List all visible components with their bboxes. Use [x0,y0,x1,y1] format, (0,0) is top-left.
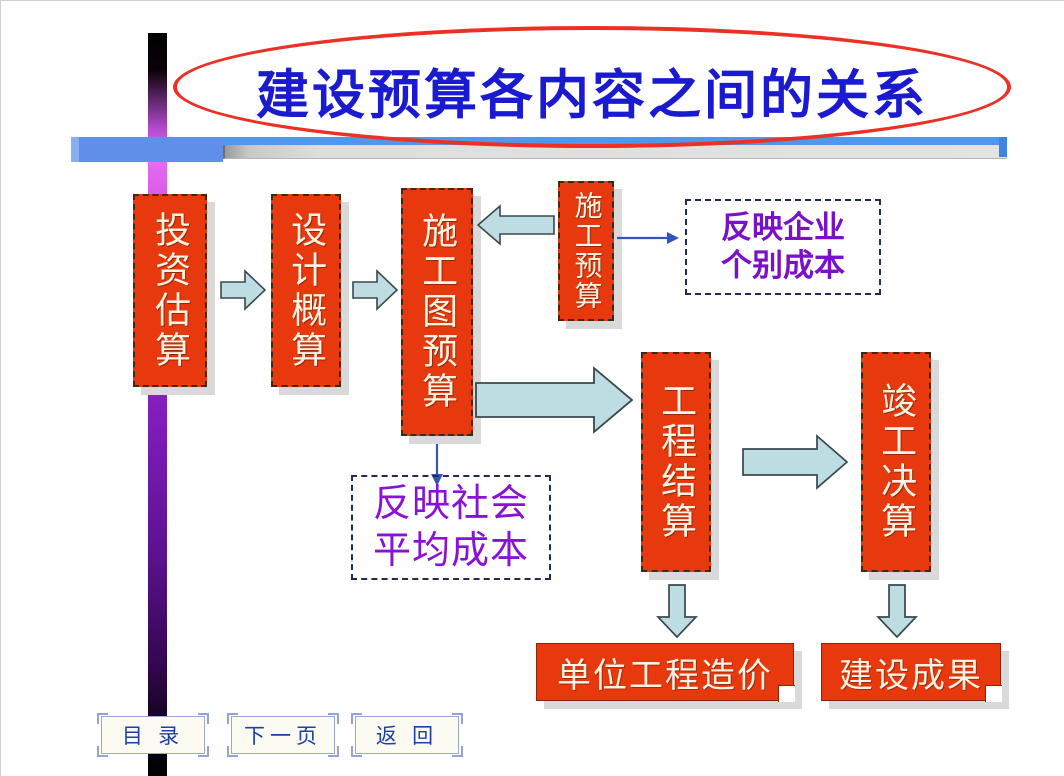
header-blue-end-cap [999,137,1007,157]
result-box-label: 建设成果 [839,657,983,695]
result-box-danwei-gongcheng-zaojia[interactable]: 单位工程造价 [536,643,794,701]
nav-button-back[interactable]: 返 回 [355,716,459,754]
process-box-touzi-gusuan[interactable]: 投资估算 [133,194,207,387]
nav-button-next-page[interactable]: 下一页 [231,716,335,754]
nav-button-label: 下一页 [244,724,322,748]
folded-corner [778,685,795,702]
block-arrow-right-4 [741,433,849,491]
callout-line-1: 反映企业 [721,210,845,246]
result-box-label: 单位工程造价 [557,657,773,695]
process-box-sheji-gaisuan[interactable]: 设计概算 [271,194,341,387]
callout-line-1: 反映社会 [372,483,529,526]
process-box-gongcheng-jiesuan[interactable]: 工程结算 [641,352,711,572]
process-box-shigong-yusuan[interactable]: 施工预算 [558,181,614,321]
header-blue-block [71,137,223,162]
block-arrow-right-2 [351,266,399,314]
block-arrow-right-3 [474,365,634,435]
process-box-jungong-juesuan[interactable]: 竣工决算 [861,352,931,572]
nav-button-label: 目 录 [121,724,185,748]
process-box-shigongtu-yusuan[interactable]: 施工图预算 [401,188,473,436]
nav-button-label: 返 回 [375,724,439,748]
process-box-label: 设计概算 [286,210,327,371]
connector-arrow-to-qiye-chengben [617,229,679,252]
connector-arrow-to-shehui-chengben [428,444,446,491]
callout-line-2: 平均成本 [372,529,529,572]
title-ellipse-outline [173,26,1011,148]
block-arrow-down-1 [656,583,698,639]
callout-line-2: 个别成本 [721,248,845,283]
process-box-label: 施工预算 [570,191,602,311]
process-box-label: 工程结算 [656,382,697,542]
nav-button-back-wrap[interactable]: 返 回 [351,713,463,757]
callout-qiye-chengben: 反映企业 个别成本 [685,199,881,295]
folded-corner [985,685,1002,702]
nav-button-next-page-wrap[interactable]: 下一页 [227,713,339,757]
block-arrow-down-2 [876,583,918,639]
page-title: 建设预算各内容之间的关系 [256,67,928,125]
header-gray-strip [223,145,1007,159]
result-box-jianshe-chengguo[interactable]: 建设成果 [821,643,1001,701]
nav-button-contents[interactable]: 目 录 [101,716,205,754]
block-arrow-right-1 [219,266,267,314]
nav-button-contents-wrap[interactable]: 目 录 [97,713,209,757]
process-box-label: 施工图预算 [417,212,458,412]
process-box-label: 投资估算 [150,210,191,371]
process-box-label: 竣工决算 [876,382,917,542]
header-blue-highlight [71,137,79,162]
block-arrow-left-1 [476,199,556,251]
callout-shehui-chengben: 反映社会 平均成本 [351,475,551,580]
